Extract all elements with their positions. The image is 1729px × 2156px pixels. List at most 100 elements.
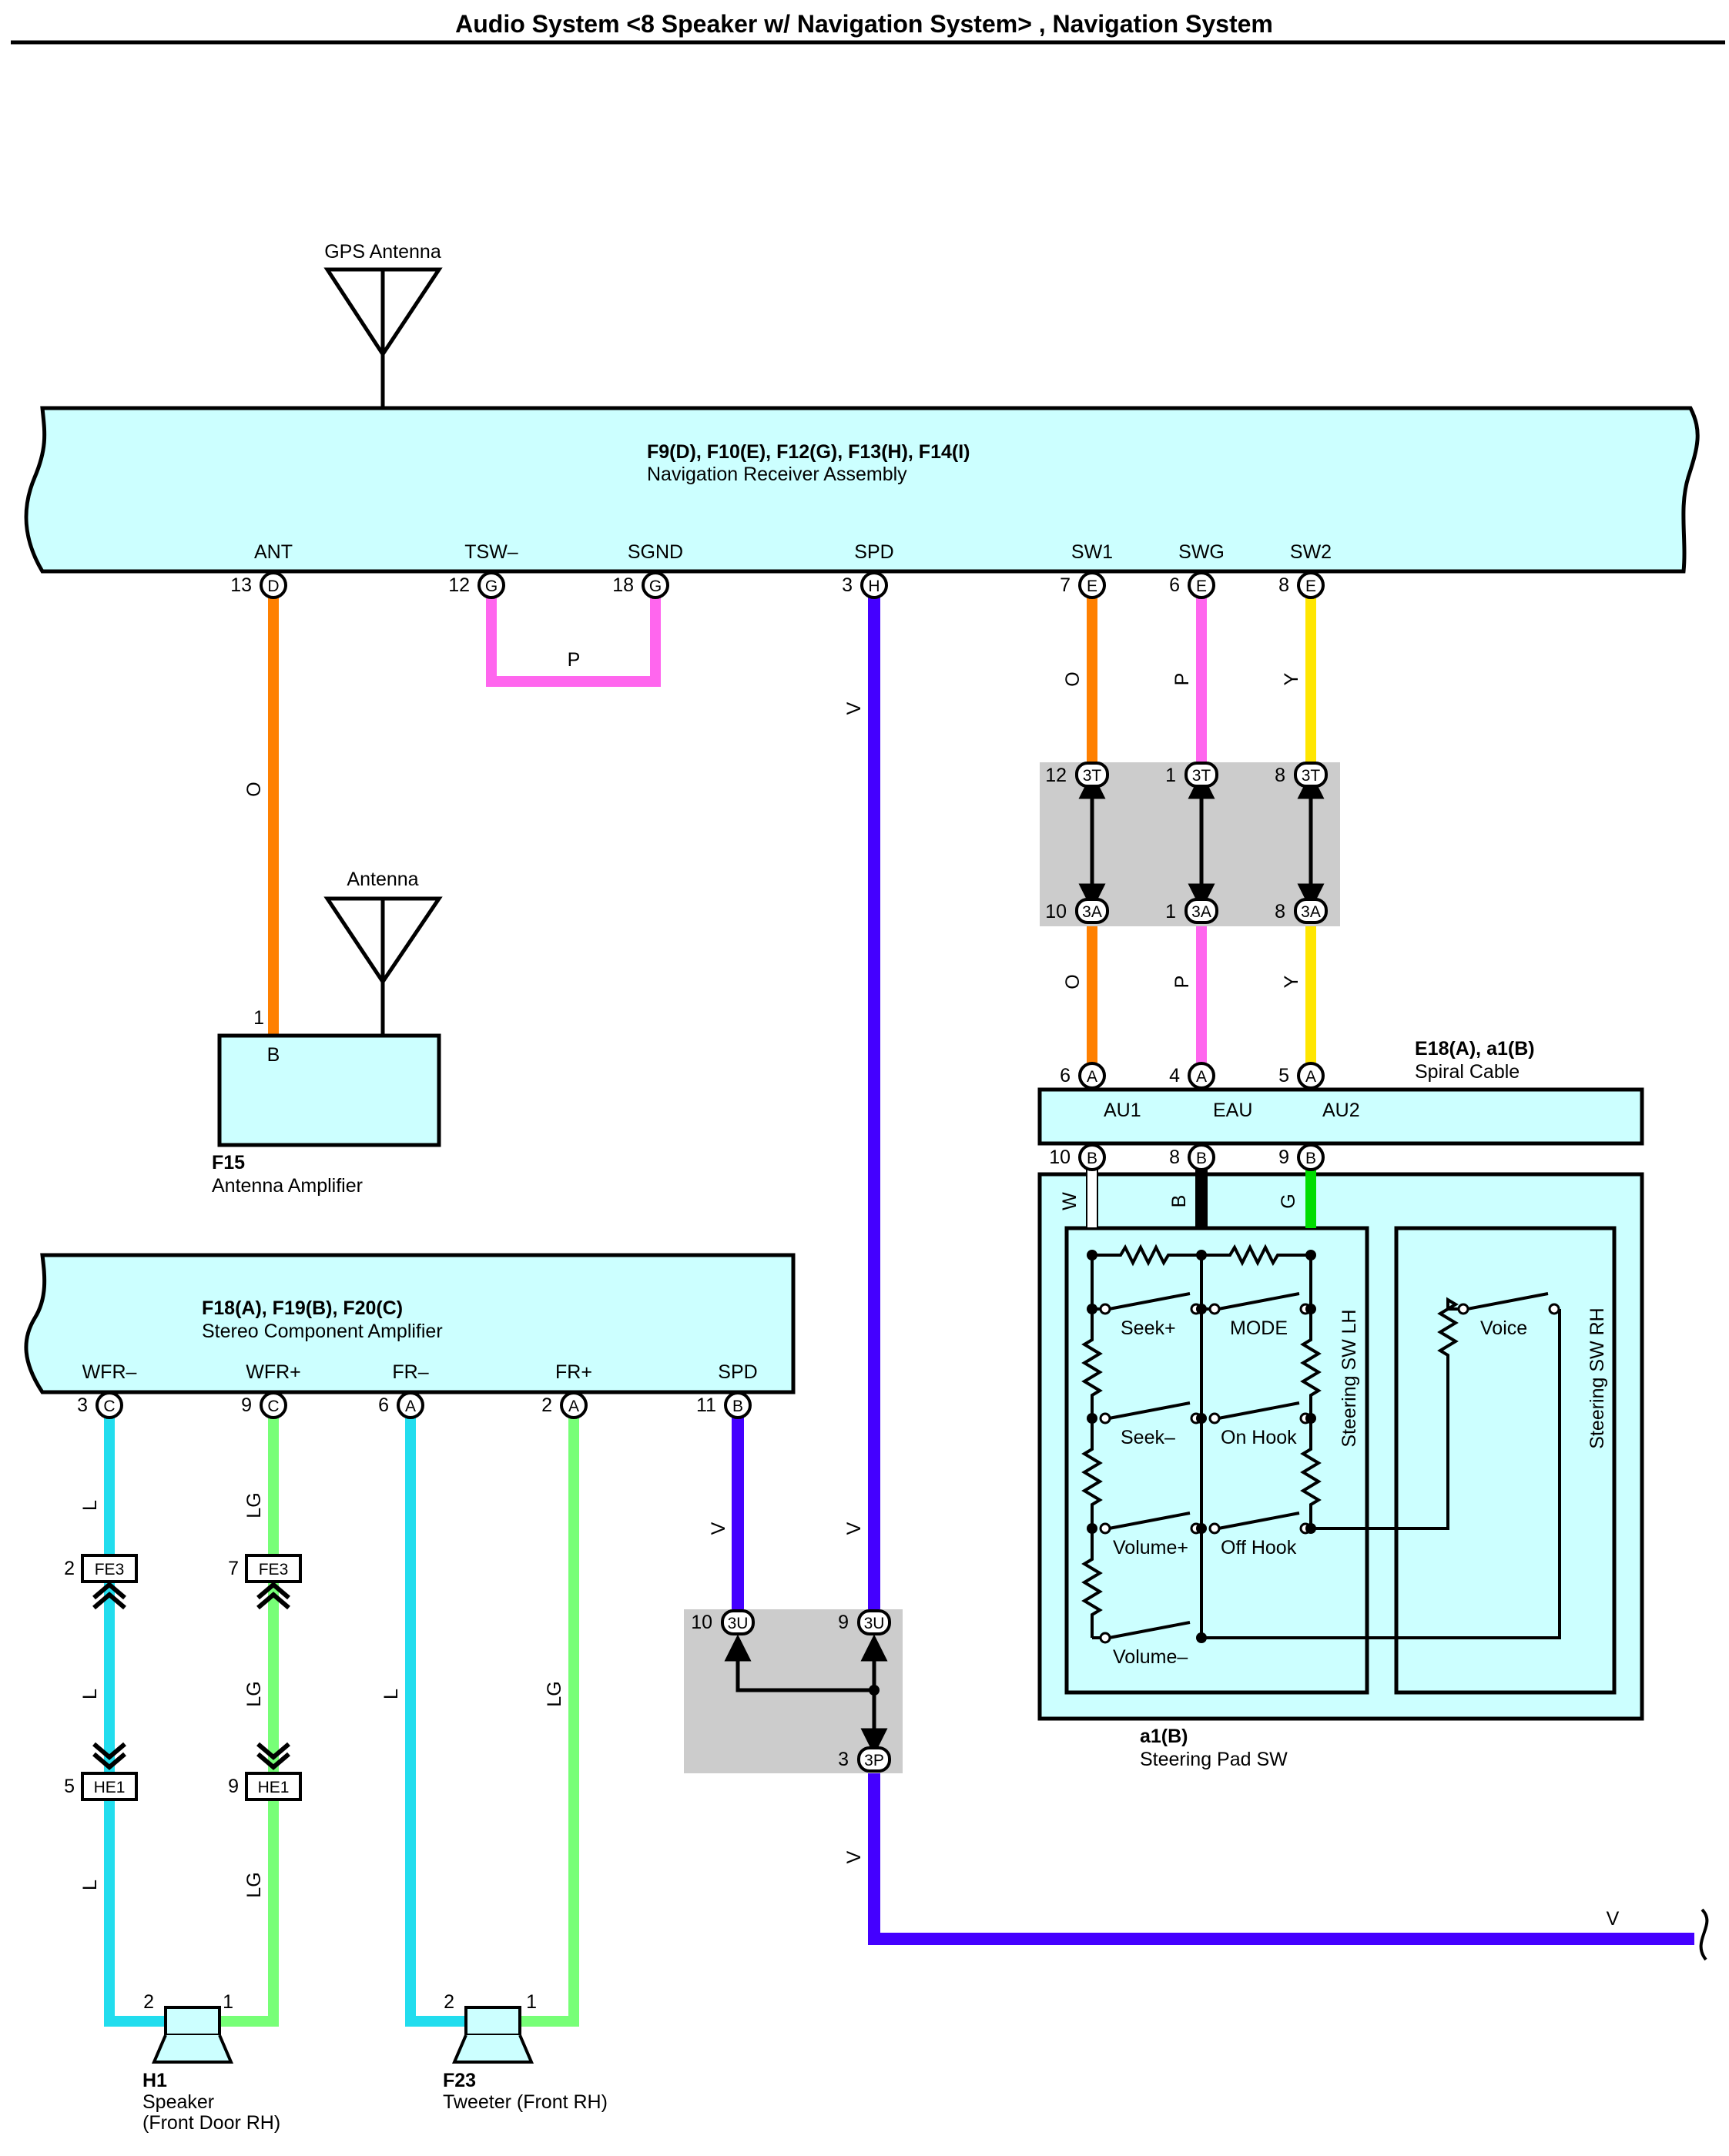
wire-label: P (1171, 976, 1193, 989)
wire-label: L (79, 1880, 101, 1890)
connector-terminal (857, 1609, 891, 1635)
connector-terminal (260, 1391, 287, 1419)
pin-number: 8 (1275, 901, 1285, 922)
switch-label: Volume+ (1113, 1537, 1188, 1558)
connector-terminal (721, 1609, 755, 1635)
wire-wfrp-lightgreen (219, 1417, 279, 2027)
chevron-up-icon (256, 1582, 290, 1610)
spiral-cable-ids: E18(A), a1(B) (1415, 1038, 1535, 1060)
pin-number: 1 (1165, 901, 1176, 922)
switch-label: On Hook (1221, 1427, 1297, 1448)
connector-letter: FE3 (95, 1561, 125, 1578)
connector-terminal (1188, 571, 1215, 599)
wire-label: Y (1281, 672, 1302, 685)
connector-letter: A (1087, 1068, 1097, 1086)
terminal-signal: EAU (1213, 1100, 1252, 1121)
connector-letter: B (732, 1398, 743, 1415)
pin-number: 5 (64, 1776, 75, 1797)
steering-sw-lh-label: Steering SW LH (1339, 1309, 1360, 1447)
connector-letter: G (485, 578, 498, 595)
wire-label: L (79, 1500, 101, 1511)
junction-connector-3U-3P: 10 3U 9 3U 3 3P (684, 1609, 903, 1773)
connector-letter: 3A (1082, 903, 1102, 921)
connector-letter: 3U (864, 1615, 885, 1632)
terminal-signal: AU1 (1104, 1100, 1141, 1121)
pin-number: 3 (77, 1394, 88, 1416)
steering-sw-rh-label: Steering SW RH (1587, 1307, 1608, 1448)
pin-number: 6 (378, 1394, 389, 1416)
connector-letter: A (1305, 1068, 1316, 1086)
pin-number: 8 (1275, 765, 1285, 786)
terminal-signal: ANT (254, 541, 293, 563)
antenna-icon (323, 267, 443, 408)
connector-terminal (1188, 1062, 1215, 1090)
connector-terminal (1184, 898, 1218, 924)
connector-letter: B (1196, 1150, 1207, 1167)
stereo-amp-name: Stereo Component Amplifier (202, 1321, 443, 1342)
pin-number: 7 (1060, 574, 1071, 596)
inline-connector-fe3: 2 FE3 7 FE3 (64, 1554, 302, 1610)
wire-label: V (843, 1850, 865, 1863)
connector-terminal (560, 1391, 588, 1419)
connector-terminal (245, 1554, 302, 1583)
junction-connector-3T-3A: 12 3T 1 3T 8 3T 10 3A 1 3A 8 3A (1040, 762, 1340, 926)
steering-sw-rh-box (1394, 1226, 1617, 1695)
steering-switch-network (1081, 1244, 1561, 1639)
connector-terminal (1294, 898, 1328, 924)
connector-letter: 3A (1301, 903, 1321, 921)
pin-number: 8 (1278, 574, 1289, 596)
wire-label: L (79, 1689, 101, 1699)
gps-antenna: GPS Antenna (323, 241, 443, 408)
pin-number: 3 (842, 574, 853, 596)
tweeter-f23: 2 1 F23 Tweeter (Front RH) (443, 1991, 608, 2113)
tweeter-id: F23 (443, 2070, 476, 2091)
wire-label: G (1278, 1194, 1299, 1208)
connector-letter: A (1196, 1068, 1207, 1086)
connector-terminal (860, 571, 888, 599)
connector-terminal (1078, 1062, 1106, 1090)
switch-label: Seek– (1121, 1427, 1175, 1448)
nav-receiver-box: F9(D), F10(E), F12(G), F13(H), F14(I) Na… (24, 406, 1700, 574)
connector-terminal (857, 1746, 891, 1773)
connector-terminal (1078, 571, 1106, 599)
wire-break-icon (1699, 1908, 1709, 1961)
wire-label: V (1607, 1908, 1620, 1930)
connector-letter: A (568, 1398, 579, 1415)
amp-pins: 3 C 9 C 6 A 2 A 11 B (77, 1391, 752, 1419)
switch-labels: Seek+ MODE Seek– On Hook Volume+ Off Hoo… (1113, 1317, 1527, 1668)
chevron-down-icon (256, 1742, 290, 1770)
pin-number: 3 (838, 1749, 849, 1770)
connector-letter: E (1305, 578, 1316, 595)
connector-terminal (642, 571, 669, 599)
terminal-signal: B (267, 1044, 280, 1066)
connector-letter: 3U (728, 1615, 749, 1632)
terminal-signal: SGND (628, 541, 683, 563)
spiral-cable-name: Spiral Cable (1415, 1061, 1520, 1083)
wire-label: V (708, 1522, 729, 1535)
tweeter-icon (464, 2006, 521, 2037)
wire-label: P (568, 649, 581, 671)
wire-label: O (243, 782, 265, 796)
pin-number: 9 (1278, 1147, 1289, 1168)
connector-terminal (1075, 898, 1109, 924)
wire-label: O (1062, 974, 1084, 989)
terminal-signal: FR+ (555, 1361, 592, 1383)
connector-terminal (1297, 1143, 1325, 1171)
pin-number: 12 (448, 574, 470, 596)
speaker-id: H1 (142, 2070, 167, 2091)
wire-label: V (843, 701, 865, 715)
pin-number: 13 (230, 574, 252, 596)
wire-label: B (1168, 1195, 1190, 1208)
terminal-signal: SPD (854, 541, 893, 563)
nav-terminals: ANT TSW– SGND SPD SW1 SWG SW2 (254, 541, 1332, 563)
connector-letter: H (868, 578, 880, 595)
connector-letter: 3P (864, 1752, 884, 1769)
pin-number: 9 (838, 1612, 849, 1633)
wire-label: LG (243, 1492, 265, 1518)
wire-label: P (1171, 673, 1193, 686)
pin-number: 1 (223, 1991, 233, 2013)
connector-letter: C (103, 1398, 115, 1415)
speaker-h1: 2 1 H1 Speaker (Front Door RH) (142, 1991, 280, 2134)
antenna-amp-name: Antenna Amplifier (212, 1175, 363, 1197)
